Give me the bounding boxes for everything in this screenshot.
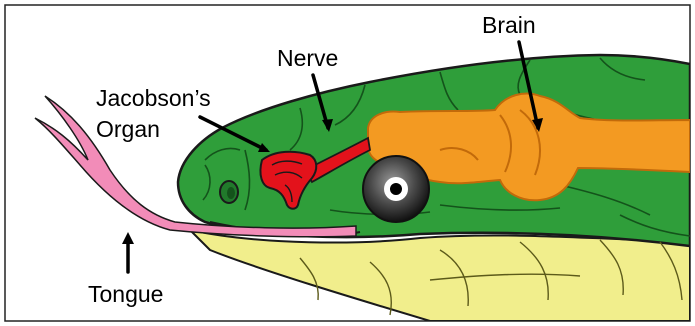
label-nerve: Nerve [277,45,338,71]
nostril-inner [227,187,235,199]
eye-pupil [390,183,402,195]
label-jacobsons-line1: Jacobson’s [96,85,211,111]
label-tongue: Tongue [88,281,163,307]
label-brain: Brain [482,12,536,38]
label-jacobsons-line2: Organ [96,116,160,142]
